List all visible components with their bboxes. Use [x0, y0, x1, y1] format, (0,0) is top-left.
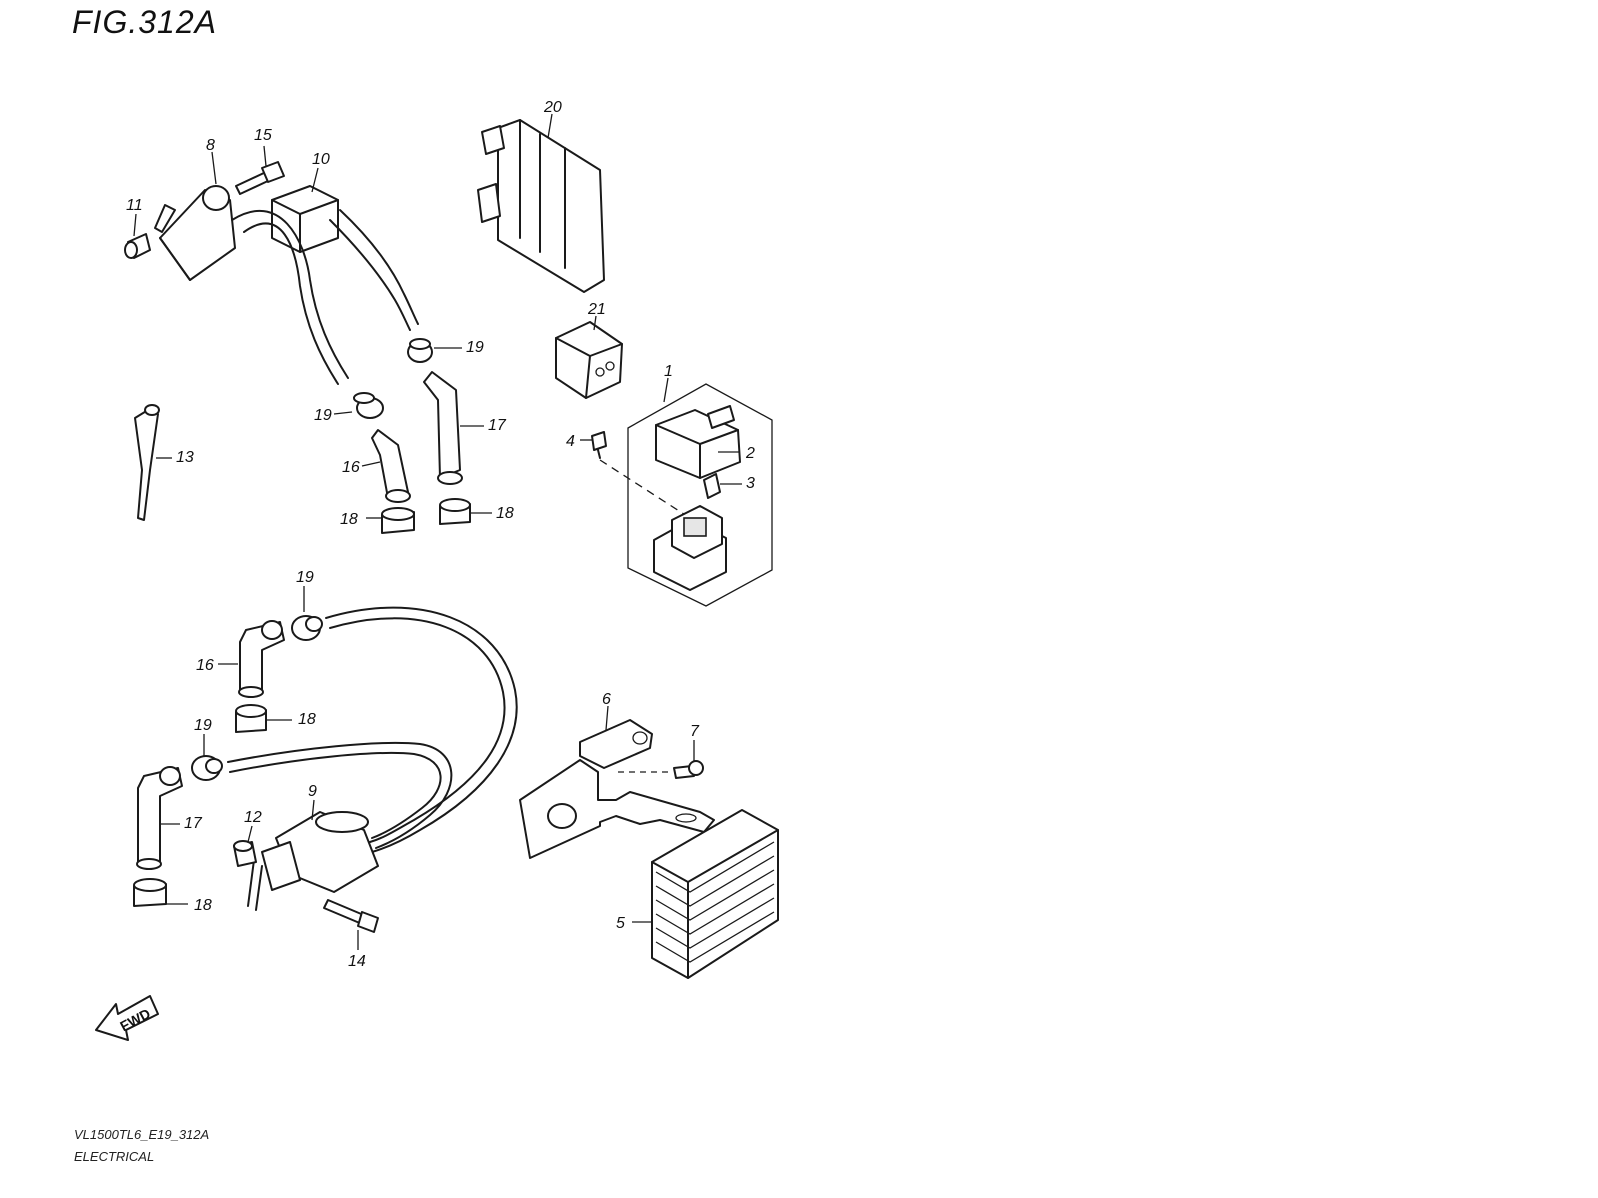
main-fuse-3[interactable] [703, 473, 721, 499]
high-tension-lead-front[interactable] [231, 209, 349, 385]
relay-bolt-4[interactable] [591, 431, 607, 459]
callout-12: 12 [244, 809, 262, 826]
callout-5: 5 [616, 915, 625, 932]
coil-bolt-14[interactable] [323, 899, 379, 933]
starter-relay-body[interactable] [653, 505, 727, 591]
callout-1: 1 [664, 363, 673, 380]
high-tension-lead-long[interactable] [325, 606, 518, 853]
lead-grommet-19c[interactable] [291, 615, 323, 641]
callout-16-bottom: 16 [196, 657, 214, 674]
fwd-direction-arrow: FWD [95, 995, 159, 1041]
callout-17-top: 17 [488, 417, 507, 434]
callout-16-top: 16 [342, 459, 360, 476]
plug-seal-18a[interactable] [381, 507, 415, 534]
plug-cap-16-bottom[interactable] [238, 620, 285, 698]
ignition-coil-front[interactable] [159, 185, 236, 281]
callout-19-bottom: 19 [194, 717, 212, 734]
cable-tie-13[interactable] [134, 404, 160, 521]
callout-21: 21 [587, 301, 606, 318]
leader-lines [133, 113, 742, 950]
coil-bolt-15[interactable] [235, 161, 285, 195]
plug-cap-17-top[interactable] [423, 371, 463, 485]
callout-17-bottom: 17 [184, 815, 203, 832]
callout-11: 11 [126, 197, 143, 214]
callout-labels: 8 15 10 11 20 21 19 19 17 16 18 18 13 1 … [126, 99, 755, 970]
lead-grommet-19a[interactable] [407, 338, 433, 363]
callout-18-mid: 18 [298, 711, 316, 728]
high-tension-lead-short[interactable] [227, 742, 453, 849]
plug-seal-18c[interactable] [235, 704, 267, 733]
section-caption: ELECTRICAL [74, 1149, 155, 1164]
noise-suppressor-block[interactable] [271, 185, 339, 253]
callout-18-top-left: 18 [340, 511, 358, 528]
callout-14: 14 [348, 953, 366, 970]
regulator-rectifier-5[interactable] [651, 809, 779, 979]
relay-21[interactable] [555, 321, 623, 399]
callout-18-bottom: 18 [194, 897, 212, 914]
callout-10: 10 [312, 151, 330, 168]
callout-7: 7 [690, 723, 700, 740]
bracket-bolt-7[interactable] [673, 760, 704, 779]
plug-cap-16-top[interactable] [371, 429, 411, 503]
callout-19-top-right: 19 [466, 339, 484, 356]
plug-seal-18d[interactable] [133, 878, 167, 907]
callout-8: 8 [206, 137, 215, 154]
plug-cap-17-bottom[interactable] [136, 766, 183, 870]
coil-spacer-12[interactable] [233, 840, 257, 867]
model-code-caption: VL1500TL6_E19_312A [74, 1127, 210, 1142]
callout-13: 13 [176, 449, 194, 466]
callout-9: 9 [308, 783, 317, 800]
starter-relay-cover-2[interactable] [655, 405, 741, 479]
plug-seal-18b[interactable] [439, 498, 471, 525]
ecm-unit-20[interactable] [477, 119, 605, 293]
ignition-coil-rear-9[interactable] [247, 811, 379, 911]
callout-19-mid: 19 [296, 569, 314, 586]
figure-title: FIG.312A [72, 4, 217, 40]
callout-18-top-right: 18 [496, 505, 514, 522]
callout-3: 3 [746, 475, 755, 492]
callout-2: 2 [745, 445, 755, 462]
coil-spacer-collar[interactable] [124, 233, 151, 259]
coil-bracket-strip[interactable] [154, 204, 176, 233]
lead-grommet-19d[interactable] [191, 755, 223, 781]
callout-19-top-left: 19 [314, 407, 332, 424]
callout-6: 6 [602, 691, 611, 708]
starter-relay-box-outline [627, 383, 773, 607]
callout-4: 4 [566, 433, 575, 450]
high-tension-lead-rear[interactable] [329, 209, 419, 331]
regulator-bracket-6[interactable] [519, 719, 715, 859]
callout-15: 15 [254, 127, 272, 144]
callout-20: 20 [543, 99, 562, 116]
lead-grommet-19b[interactable] [353, 392, 384, 419]
